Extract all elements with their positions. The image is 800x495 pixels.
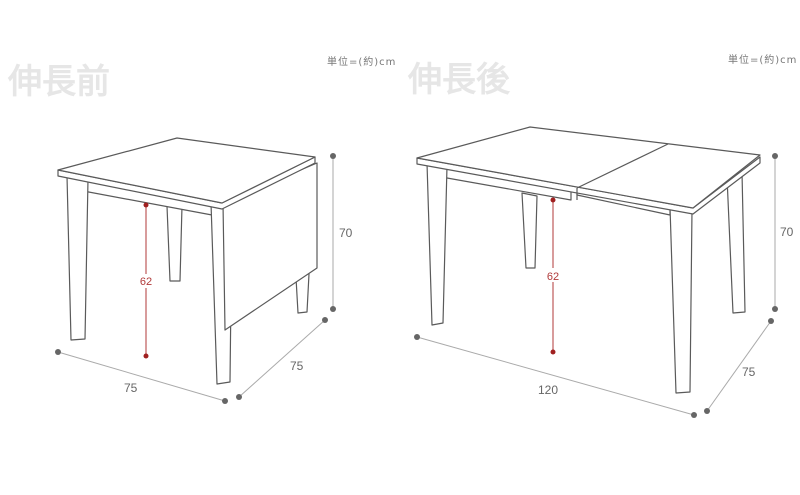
title-before: 伸長前 bbox=[7, 62, 110, 102]
width-label-before: 75 bbox=[124, 381, 138, 395]
unit-label-after: 単位=(約)cm bbox=[728, 53, 797, 66]
title-after: 伸長後 bbox=[407, 60, 511, 100]
panel-after: 伸長後 単位=(約)cm 62 70 120 75 bbox=[407, 53, 797, 418]
width-label-after: 120 bbox=[538, 383, 558, 397]
tabletop-after bbox=[416, 126, 761, 209]
clearance-label-after: 62 bbox=[547, 271, 559, 283]
tabletop-before bbox=[57, 137, 316, 204]
unit-label-before: 単位=(約)cm bbox=[327, 55, 396, 68]
leg-back-right bbox=[726, 171, 746, 314]
depth-label-after: 75 bbox=[742, 365, 756, 379]
leg-front-right bbox=[669, 206, 693, 394]
table-drawing-after bbox=[416, 126, 761, 394]
clearance-label-before: 62 bbox=[140, 276, 152, 288]
leg-front-left bbox=[426, 162, 448, 326]
panel-before: 伸長前 単位=(約)cm 62 70 bbox=[7, 55, 396, 404]
extension-seam bbox=[576, 143, 669, 189]
leg-back-left bbox=[521, 192, 538, 269]
height-label-before: 70 bbox=[339, 226, 353, 240]
depth-label-before: 75 bbox=[290, 359, 304, 373]
height-label-after: 70 bbox=[780, 225, 794, 239]
leg-front-left bbox=[66, 175, 89, 341]
table-drawing-before bbox=[57, 137, 318, 385]
leg-back-left bbox=[166, 205, 183, 282]
